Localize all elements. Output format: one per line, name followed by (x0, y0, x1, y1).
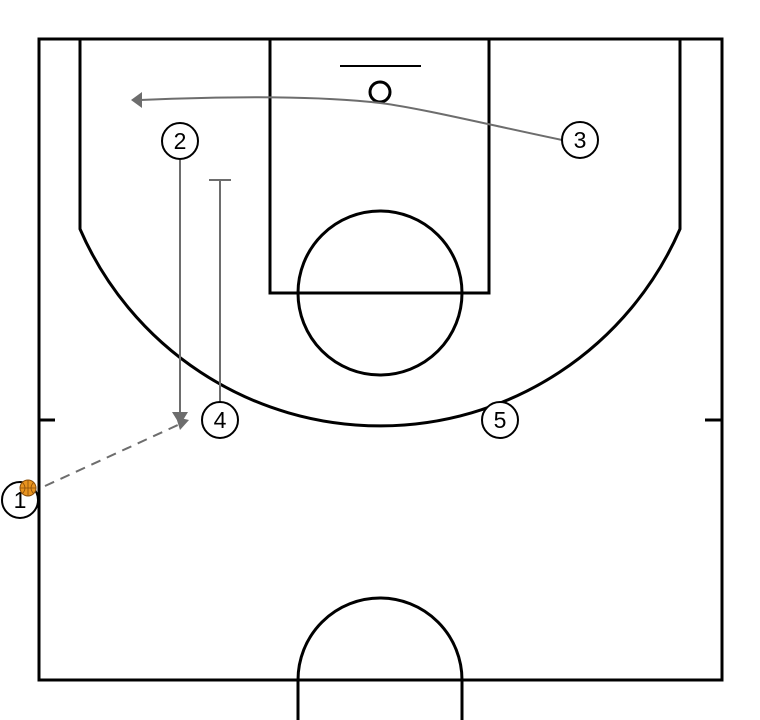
cut-arrow-player-3 (131, 92, 142, 108)
three-point-line (78, 39, 682, 428)
cut-path-player-3 (139, 96, 563, 141)
player-2-marker (161, 122, 199, 160)
free-throw-circle (296, 209, 464, 377)
center-circle (296, 596, 464, 720)
rim (368, 80, 392, 104)
player-4-label: 4 (214, 407, 227, 433)
pass-line-1-to-2 (44, 423, 181, 487)
player-2: 2 (161, 122, 199, 160)
court-boundary (37, 37, 724, 682)
player-2-label: 2 (174, 128, 187, 154)
player-4: 4 (201, 401, 239, 439)
player-5: 5 (481, 401, 519, 439)
player-3-marker (561, 121, 599, 159)
player-3-label: 3 (574, 127, 587, 153)
player-3: 3 (561, 121, 599, 159)
player-4-marker (201, 401, 239, 439)
basketball-icon (19, 479, 37, 497)
player-5-label: 5 (494, 407, 507, 433)
free-throw-lane (268, 37, 491, 295)
pass-arrow-1-to-2 (176, 417, 189, 430)
player-5-marker (481, 401, 519, 439)
